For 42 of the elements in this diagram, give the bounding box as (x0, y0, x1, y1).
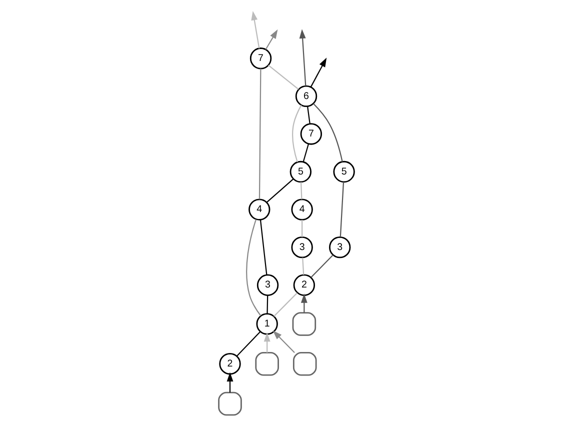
picture (254, 352, 278, 376)
connector (258, 68, 261, 200)
connector (266, 295, 268, 314)
picture (292, 352, 316, 376)
node-circle: 3 (256, 274, 278, 296)
connector (292, 104, 302, 162)
connector (312, 103, 342, 162)
connector (300, 182, 302, 200)
picture (218, 392, 242, 416)
arrow (310, 58, 326, 88)
node-circle: 5 (289, 160, 312, 183)
connector (246, 219, 261, 316)
connector (302, 258, 304, 275)
connector (306, 106, 310, 124)
connector (268, 64, 298, 90)
connector (301, 220, 302, 238)
picture (292, 312, 316, 336)
node-circle: 2 (218, 353, 240, 375)
connector (272, 292, 298, 317)
node-circle: 4 (248, 198, 270, 220)
node-circle: 3 (328, 236, 350, 258)
arrow (272, 330, 294, 354)
connector (259, 220, 267, 276)
connector (310, 254, 333, 278)
node-circle: 4 (290, 198, 312, 220)
node-circle: 3 (290, 236, 312, 258)
arrow (300, 294, 307, 313)
arrow (298, 29, 306, 86)
arrow (264, 29, 278, 50)
node-circle: 2 (292, 274, 315, 296)
node-circle: 7 (300, 123, 322, 145)
connector (339, 182, 344, 237)
arrow (263, 332, 270, 353)
arrow (250, 10, 260, 48)
node-circle: 6 (294, 85, 317, 108)
connector (302, 144, 309, 162)
connector (236, 331, 260, 356)
connector (266, 178, 294, 203)
arrow (226, 372, 233, 393)
node-circle: 7 (249, 48, 272, 70)
node-circle: 1 (256, 313, 278, 335)
node-circle: 5 (332, 160, 354, 183)
